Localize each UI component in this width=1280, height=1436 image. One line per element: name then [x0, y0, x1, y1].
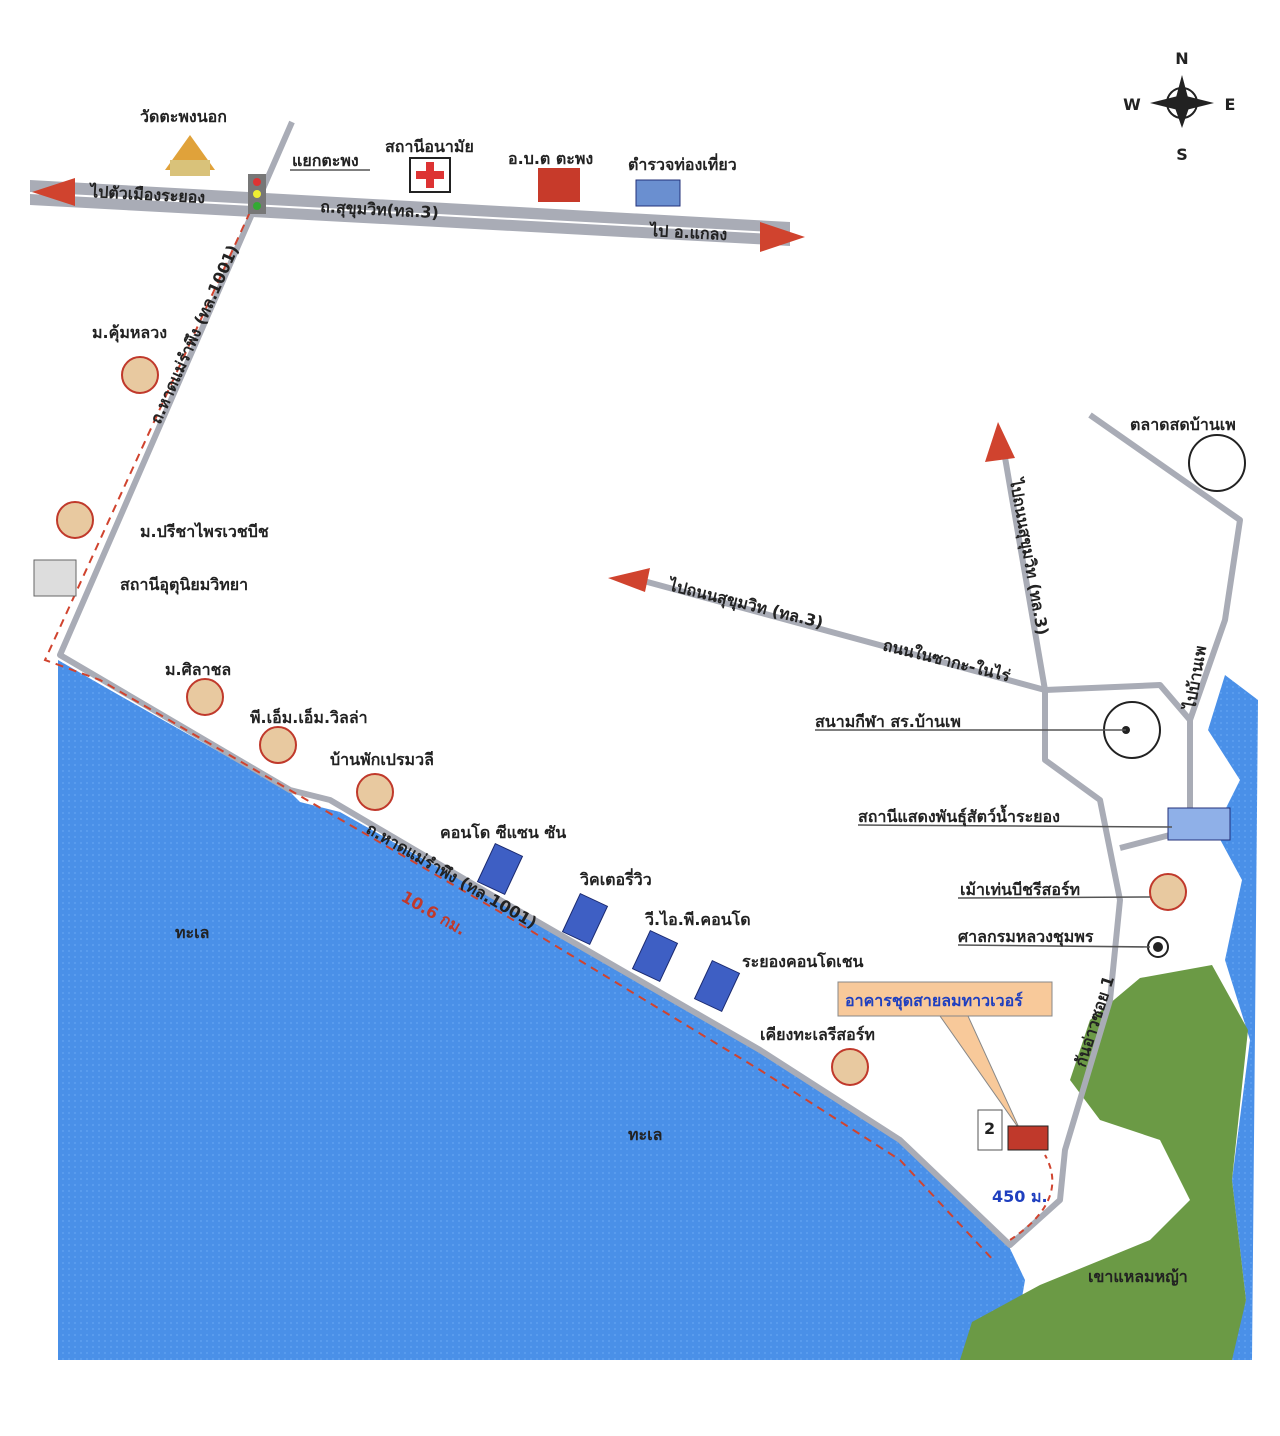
health-cross-icon — [409, 157, 451, 193]
label-wat: วัดตะพงนอก — [140, 107, 227, 126]
label-hill: เขาแหลมหญ้า — [1088, 1267, 1188, 1287]
label-pricha: ม.ปรีชาไพรเวชบีช — [140, 522, 269, 541]
compass-rose: N S E W — [1123, 49, 1235, 164]
road-label-to-sukhumvit-north: ไปถนนสุขุมวิท (ทล.3) — [1005, 475, 1053, 636]
label-condo-sea-sun: คอนโด ซีแซน ซัน — [440, 822, 566, 842]
label-rayong-condochain: ระยองคอนโดเชน — [742, 951, 864, 971]
label-mao-tao: เม้าเท่นบีชรีสอร์ท — [960, 880, 1080, 899]
aquarium-building-icon — [1167, 807, 1231, 841]
resort-icon — [121, 356, 159, 394]
police-building-icon — [635, 179, 681, 207]
resort-icon — [186, 678, 224, 716]
label-obt: อ.บ.ต ตะพง — [508, 149, 593, 168]
arrow-north-road — [985, 422, 1015, 462]
condo-icon — [561, 892, 609, 946]
sea-area-east — [1208, 675, 1258, 1360]
resort-icon — [356, 773, 394, 811]
label-aquarium: สถานีแสดงพันธุ์สัตว์น้ำระยอง — [858, 804, 1060, 827]
label-pm-villa: พี.เอ็ม.เอ็ม.วิลล่า — [250, 706, 368, 727]
resort-icon — [831, 1048, 869, 1086]
weather-station-icon — [33, 559, 77, 597]
label-junction: แยกตะพง — [292, 151, 359, 170]
label-premwadee: บ้านพักเปรมวลี — [330, 750, 434, 769]
label-market: ตลาดสดบ้านเพ — [1130, 415, 1236, 434]
road-label-nai-chak: ถนนในซากะ-ในไร่ — [881, 635, 1013, 685]
label-sea: ทะเล — [175, 923, 209, 942]
compass-south: S — [1176, 145, 1188, 164]
label-sea: ทะเล — [628, 1125, 662, 1144]
arrow-west-road — [608, 568, 650, 592]
condo-icon — [476, 842, 524, 896]
compass-east: E — [1225, 95, 1236, 114]
label-silachol: ม.ศิลาชล — [165, 660, 231, 679]
label-vip-condo: วี.ไอ.พี.คอนโด — [644, 909, 751, 929]
condo-icon — [693, 959, 741, 1013]
compass-north: N — [1175, 49, 1188, 68]
road-label-to-klaeng: ไป อ.แกลง — [648, 221, 728, 244]
temple-icon — [165, 135, 215, 176]
target-building-label: อาคารชุดสายลมทาวเวอร์ — [845, 991, 1023, 1011]
label-stadium: สนามกีฬา สร.บ้านเพ — [815, 712, 961, 731]
market-icon — [1188, 434, 1246, 492]
traffic-light-icon — [248, 174, 266, 214]
label-tourist-police: ตำรวจท่องเที่ยว — [628, 153, 737, 174]
hill-area — [960, 965, 1248, 1360]
resort-icon — [259, 726, 297, 764]
arrow-west — [32, 178, 75, 206]
sea-area — [58, 660, 1025, 1360]
road-network — [57, 120, 1243, 1248]
road-label-to-sukhumvit-west: ไปถนนสุขุมวิท (ทล.3) — [665, 575, 825, 633]
target-number: 2 — [984, 1119, 995, 1138]
label-health-station: สถานีอนามัย — [385, 137, 474, 156]
compass-west: W — [1123, 95, 1141, 114]
arrow-east — [760, 222, 805, 252]
label-weather-station: สถานีอุตุนิยมวิทยา — [120, 575, 248, 595]
label-khum-luang: ม.คุ้มหลวง — [92, 323, 167, 343]
distance-final: 450 ม. — [992, 1187, 1048, 1206]
resort-icon — [1149, 873, 1187, 911]
resort-icon — [56, 501, 94, 539]
route-final — [1009, 1154, 1054, 1241]
label-shrine: ศาลกรมหลวงชุมพร — [958, 927, 1094, 947]
label-kiang-talay: เคียงทะเลรีสอร์ท — [760, 1025, 875, 1044]
condo-icon — [631, 929, 679, 983]
target-callout: อาคารชุดสายลมทาวเวอร์ — [837, 981, 1053, 1131]
target-building-marker — [1007, 1125, 1049, 1151]
route-line — [43, 211, 996, 1263]
obt-building-icon — [538, 168, 580, 202]
label-victory-view: วิคเตอรี่วิว — [579, 868, 652, 889]
